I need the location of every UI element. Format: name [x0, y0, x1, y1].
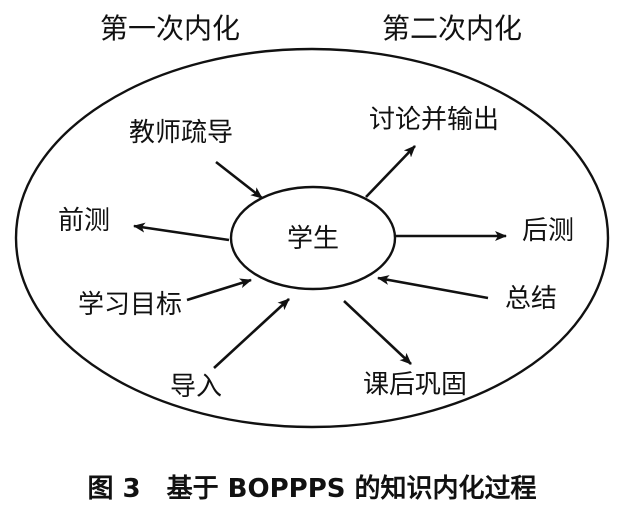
- arrow-teacher-guide-to-student: [215, 160, 263, 200]
- figure-caption: 图 3 基于 BOPPPS 的知识内化过程: [87, 473, 536, 504]
- arrow-intro-to-student: [213, 298, 290, 369]
- node-intro: 导入: [170, 372, 222, 402]
- first-internalization-header: 第一次内化: [100, 12, 240, 45]
- outer-ellipse: [14, 47, 610, 429]
- node-pretest: 前测: [58, 206, 110, 236]
- node-summary: 总结: [505, 284, 557, 314]
- node-objectives: 学习目标: [78, 290, 182, 320]
- arrow-summary-to-student: [377, 275, 489, 300]
- arrow-student-to-pretest: [133, 222, 230, 242]
- student-label: 学生: [287, 224, 339, 254]
- student-ellipse: [229, 185, 397, 291]
- node-discussion: 讨论并输出: [369, 105, 499, 135]
- second-internalization-header: 第二次内化: [382, 12, 522, 45]
- arrow-objectives-to-student: [186, 278, 252, 302]
- node-consolidate: 课后巩固: [363, 370, 467, 400]
- arrow-student-to-consolidate: [343, 300, 412, 365]
- arrow-student-to-discussion: [365, 145, 416, 198]
- node-posttest: 后测: [522, 216, 574, 246]
- node-teacher-guide: 教师疏导: [129, 118, 233, 148]
